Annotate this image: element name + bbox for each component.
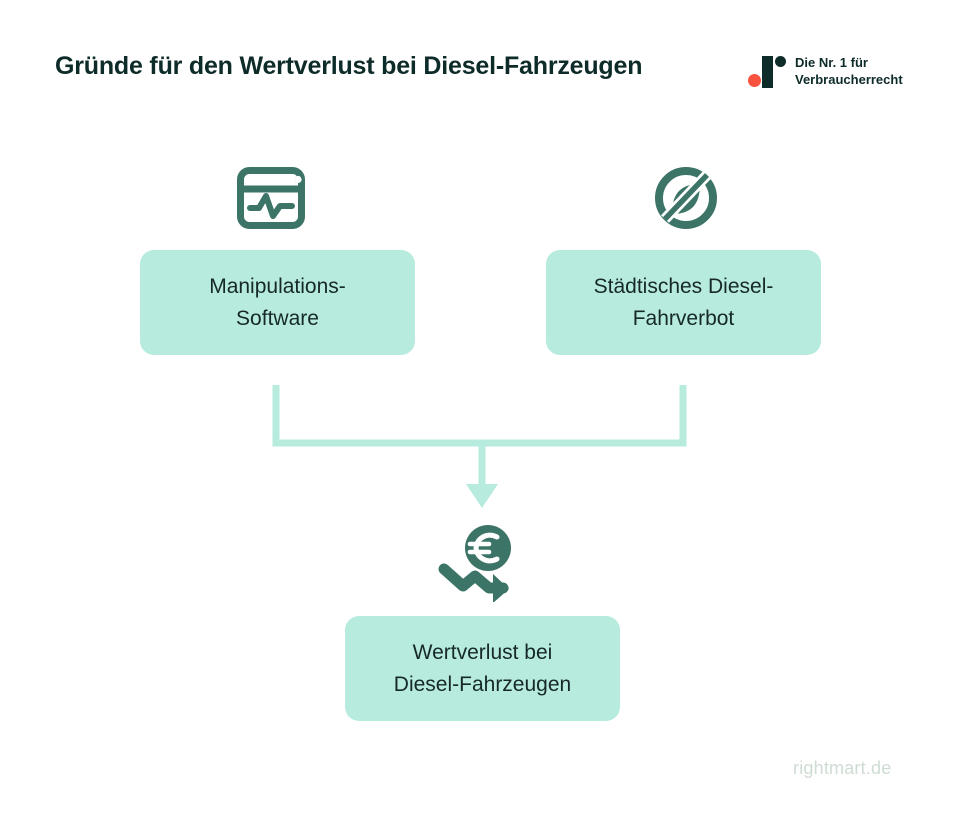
watermark: rightmart.de: [793, 758, 892, 778]
node-box-text: Städtisches Diesel- Fahrverbot: [594, 271, 774, 333]
node-box-line1: Wertverlust bei: [412, 641, 553, 665]
node-box-line1: Manipulations-: [209, 275, 346, 299]
brand-logo-line2: Verbraucherrecht: [795, 72, 903, 87]
node-box-text: Wertverlust bei Diesel-Fahrzeugen: [394, 637, 571, 699]
node-box-text: Manipulations- Software: [209, 271, 346, 333]
connector-arrowhead-icon: [466, 484, 498, 508]
node-box-staedtisches-diesel-fahrverbot[interactable]: Städtisches Diesel- Fahrverbot: [546, 250, 821, 355]
node-box-manipulations-software[interactable]: Manipulations- Software: [140, 250, 415, 355]
brand-logo-line1: Die Nr. 1 für: [795, 55, 868, 71]
brand-logo-text: Die Nr. 1 für Verbraucherrecht: [795, 55, 903, 88]
brand-logo: Die Nr. 1 für Verbraucherrecht: [746, 50, 926, 94]
node-box-line2: Diesel-Fahrzeugen: [393, 672, 572, 696]
node-box-line2: Fahrverbot: [632, 306, 735, 330]
euro-decline-arrow-icon: [437, 524, 517, 607]
logo-dot-dark-shape: [775, 56, 786, 67]
logo-bar-shape: [762, 56, 773, 88]
browser-pulse-icon: [237, 167, 305, 234]
connector-bracket-path: [272, 385, 687, 447]
no-emissions-leaf-icon: [652, 164, 720, 237]
rightmart-logo-icon: [746, 52, 786, 92]
node-box-line1: Städtisches Diesel-: [593, 275, 774, 299]
logo-dot-red-shape: [748, 74, 761, 87]
page-title: Gründe für den Wertverlust bei Diesel-Fa…: [55, 52, 643, 80]
node-box-wertverlust-diesel-fahrzeugen[interactable]: Wertverlust bei Diesel-Fahrzeugen: [345, 616, 620, 721]
node-box-line2: Software: [236, 306, 319, 330]
